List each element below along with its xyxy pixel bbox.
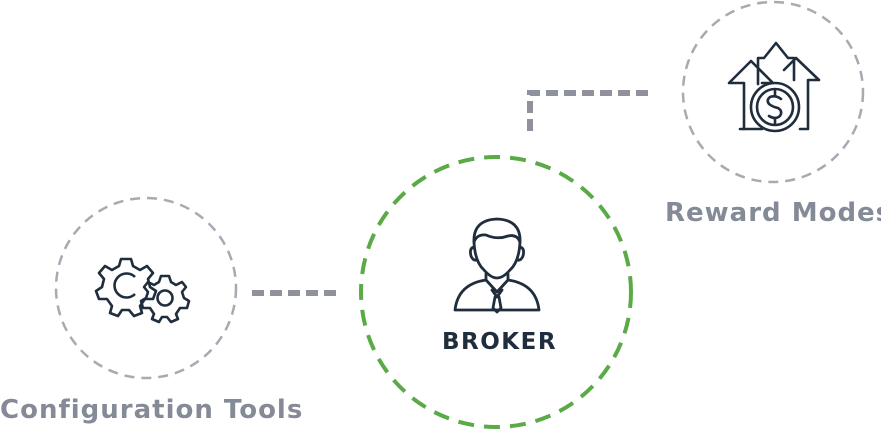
broker-label: BROKER [442, 329, 558, 355]
reward-node-ring [681, 0, 865, 184]
configuration-tools-label: Configuration Tools [0, 395, 304, 425]
dollar-growth-icon [727, 41, 821, 133]
connector-broker-reward [527, 90, 654, 131]
gears-icon [94, 257, 191, 324]
reward-modes-label: Reward Modes [665, 198, 881, 228]
broker-node-ring [359, 155, 633, 429]
businessman-icon [453, 217, 541, 314]
configuration-node-ring [54, 196, 238, 380]
